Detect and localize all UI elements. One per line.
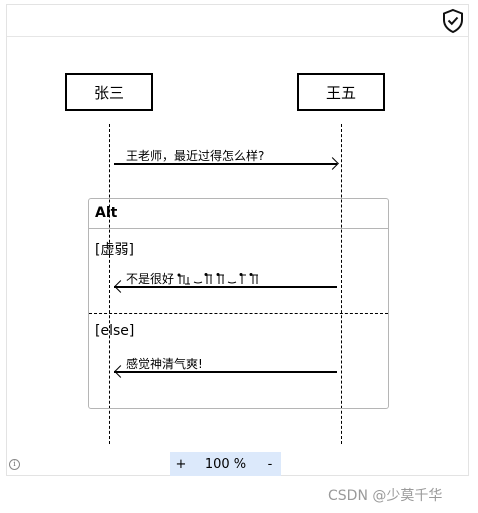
zoom-controls: + 100 % - — [170, 452, 281, 476]
zoom-in-button[interactable]: + — [175, 456, 187, 472]
participant-label: 王五 — [325, 83, 356, 102]
fragment-type: Alt — [95, 205, 118, 221]
diagram-toolbar — [7, 5, 468, 37]
message-label: 王老师，最近过得怎么样? — [126, 149, 265, 163]
participant-zhangsan[interactable]: 张三 — [65, 73, 153, 111]
participant-wangwu[interactable]: 王五 — [297, 73, 385, 111]
message-arrow — [114, 371, 337, 373]
info-icon[interactable]: i — [9, 459, 20, 470]
lifeline-zhangsan — [109, 124, 110, 444]
message-arrow — [114, 286, 337, 288]
message-label: 不是很好 — [126, 272, 175, 286]
guard-condition: [虚弱] — [95, 242, 134, 258]
watermark: CSDN @少莫千华 — [328, 488, 443, 504]
lifeline-wangwu — [341, 124, 342, 444]
zoom-out-button[interactable]: - — [267, 456, 273, 472]
message-arrow — [114, 163, 337, 165]
alt-fragment-header — [88, 198, 389, 229]
zoom-level: 100 % — [204, 456, 247, 472]
guard-condition: [else] — [95, 323, 135, 339]
alt-fragment — [88, 198, 389, 409]
message-label-garbled-tail — [177, 273, 258, 285]
participant-label: 张三 — [93, 83, 124, 102]
fragment-divider — [89, 313, 388, 314]
shield-check-icon[interactable] — [441, 8, 465, 34]
message-label: 感觉神清气爽! — [126, 357, 203, 371]
